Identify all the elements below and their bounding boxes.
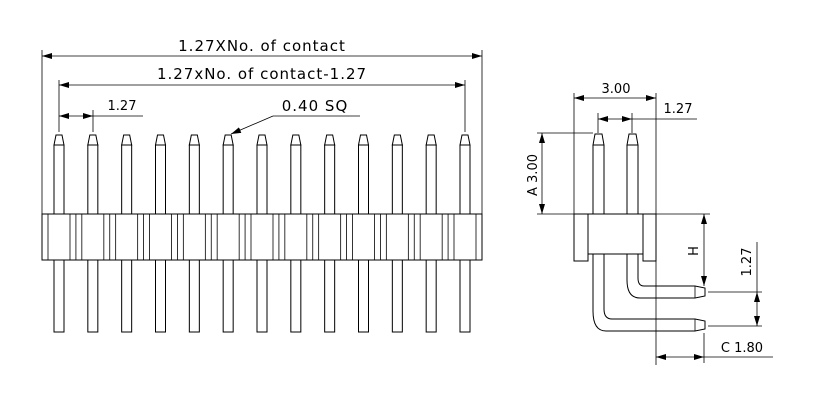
side-pin-tip [592, 133, 605, 146]
dim-a-label: A 3.00 [526, 154, 541, 196]
side-pin-1 [592, 145, 706, 332]
side-pin-2 [626, 145, 706, 299]
side-housing [573, 213, 657, 262]
dim-vertical-pitch-label: 1.27 [740, 248, 755, 277]
housing-segment-lines [47, 214, 477, 260]
pin-tip [357, 134, 370, 146]
pin-tip [391, 134, 403, 146]
pin-tip [459, 134, 471, 146]
front-view: 1.27XNo. of contact 1.27xNo. of contact-… [41, 37, 483, 333]
pin-tip [256, 134, 268, 146]
pin-tip [87, 134, 99, 146]
dim-c-label: C 1.80 [721, 341, 763, 356]
side-view: 3.00 1.27 A 3.00 H 1.27 C 1.80 [526, 82, 773, 365]
pin-tip [290, 134, 302, 146]
pin-size-label: 0.40 SQ [282, 97, 349, 115]
front-housing [41, 213, 483, 261]
leader-arrow [230, 115, 274, 135]
pin-tip [425, 134, 437, 146]
dim-span-label: 1.27xNo. of contact-1.27 [157, 65, 367, 83]
dim-row-pitch-label: 1.27 [664, 102, 693, 117]
pin-tip [188, 134, 200, 146]
pin-tip [324, 134, 336, 146]
dim-total-label: 1.27XNo. of contact [178, 37, 346, 55]
side-pin-tip [626, 133, 639, 146]
pin-tip [154, 134, 167, 146]
dim-width-label: 3.00 [602, 82, 631, 97]
dim-h-label: H [687, 246, 702, 256]
pin-tip [53, 134, 65, 146]
pin-tip [222, 134, 234, 146]
pin-tip [121, 134, 133, 146]
dim-pitch-label: 1.27 [108, 99, 137, 114]
